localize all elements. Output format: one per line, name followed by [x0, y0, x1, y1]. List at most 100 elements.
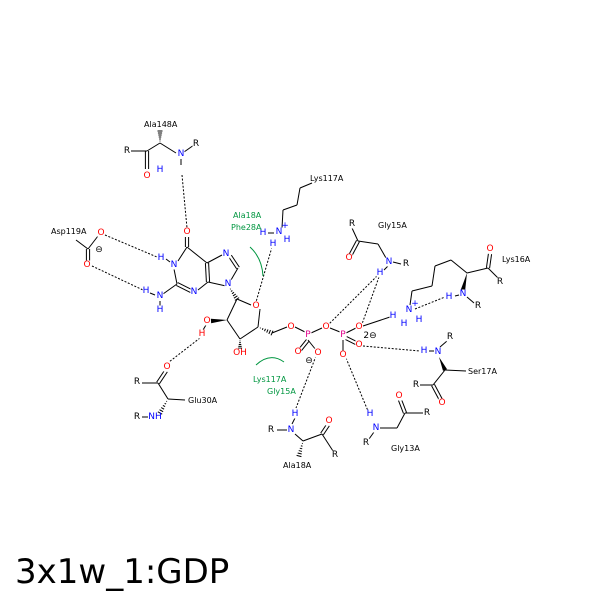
hashed-bond [266, 329, 269, 333]
atom-label: H [143, 286, 150, 296]
atom-label: N [386, 257, 393, 267]
bond [411, 285, 433, 292]
atom-label-background [445, 292, 453, 302]
atom-label: OH [233, 348, 247, 358]
atom-label: R [193, 139, 199, 149]
double-bond [346, 336, 357, 343]
atom-label: R [349, 219, 355, 229]
atom-label-background [339, 330, 347, 340]
bond [439, 340, 448, 348]
hydrophobic-label-phe28: Phe28A [231, 223, 262, 232]
bond [75, 239, 89, 250]
bond [183, 144, 195, 153]
double-bond [401, 399, 407, 413]
bond [392, 261, 402, 265]
atom-label: O [355, 340, 362, 350]
hydrogen-bond [345, 357, 369, 412]
atom-label-background [405, 305, 413, 315]
atom-label: O [183, 227, 190, 237]
atom-label-background [224, 279, 232, 289]
atom-label-background [402, 259, 410, 269]
hashed-bond [164, 402, 167, 405]
hydrogen-bond [168, 337, 201, 363]
hashed-bond [268, 329, 271, 335]
bond [432, 369, 446, 386]
wedge-bond [210, 318, 227, 324]
double-bond [158, 371, 168, 385]
bond [431, 265, 436, 287]
atom-label-background [269, 239, 277, 249]
bond [291, 417, 296, 425]
ligand-title: 3x1w_1:GDP [15, 552, 230, 592]
bond [206, 254, 223, 264]
atom-label-background [259, 228, 267, 238]
wedge-bond [460, 273, 467, 291]
bond [226, 319, 241, 340]
double-bond [300, 340, 310, 352]
hashed-bond [162, 404, 166, 408]
atom-label: O [97, 228, 104, 238]
atom-label-background [423, 408, 431, 418]
bond [294, 433, 304, 442]
atom-label-background [95, 245, 103, 255]
atom-label-background [236, 348, 244, 358]
atom-label-background [459, 289, 467, 299]
atom-label-background [198, 329, 206, 339]
atom-label-background [415, 315, 423, 325]
hashed-bond [233, 295, 238, 299]
atom-label-background [322, 322, 330, 332]
residue-label-ser17: Ser17A [468, 367, 497, 376]
atom-label: H [367, 409, 374, 419]
atom-label: R [363, 438, 369, 448]
hashed-bond [264, 328, 266, 332]
atom-label: O [287, 322, 294, 332]
atom-label-background [183, 227, 191, 237]
atom-label-background [170, 260, 178, 270]
bond [197, 281, 209, 291]
bond [236, 298, 252, 306]
bond [450, 259, 468, 274]
atom-label-background [177, 149, 185, 159]
bond [466, 296, 475, 304]
hashed-bond [299, 447, 303, 450]
bond [444, 369, 467, 372]
atom-label: R [497, 277, 503, 287]
hashed-bond [157, 411, 163, 415]
bond [207, 281, 227, 287]
atom-label-background [157, 253, 165, 263]
atom-label-background [142, 286, 150, 296]
atom-label-background [366, 331, 374, 341]
atom-label: H [416, 315, 423, 325]
atom-label: H [270, 239, 277, 249]
atom-label-background [366, 409, 374, 419]
atom-label-background [339, 350, 347, 360]
atom-label: H [421, 346, 428, 356]
atom-label: O [322, 322, 329, 332]
atom-label-background [355, 322, 363, 332]
bond [149, 292, 156, 296]
bond [226, 298, 238, 321]
atom-label: + [411, 299, 419, 309]
atom-label: R [332, 450, 338, 460]
atom-label-background [133, 412, 141, 422]
atom-label: N [191, 287, 198, 297]
atom-label: P [305, 330, 311, 340]
atom-label: N [373, 423, 380, 433]
atom-label: H [157, 165, 164, 175]
bond [396, 412, 406, 429]
bond [296, 187, 301, 206]
atom-label: H [284, 235, 291, 245]
double-bond [485, 253, 489, 268]
atom-label: O [325, 416, 332, 426]
hashed-bond [298, 450, 303, 452]
atom-label-background [156, 291, 164, 301]
hashed-bond [296, 454, 302, 458]
atom-label-background [412, 380, 420, 390]
atom-label: O [83, 260, 90, 270]
charge-label: ⊖ [95, 245, 103, 255]
atom-label-background [355, 340, 363, 350]
atom-label-background [314, 348, 322, 358]
atom-label-background [143, 171, 151, 181]
atom-label-background [294, 347, 302, 357]
